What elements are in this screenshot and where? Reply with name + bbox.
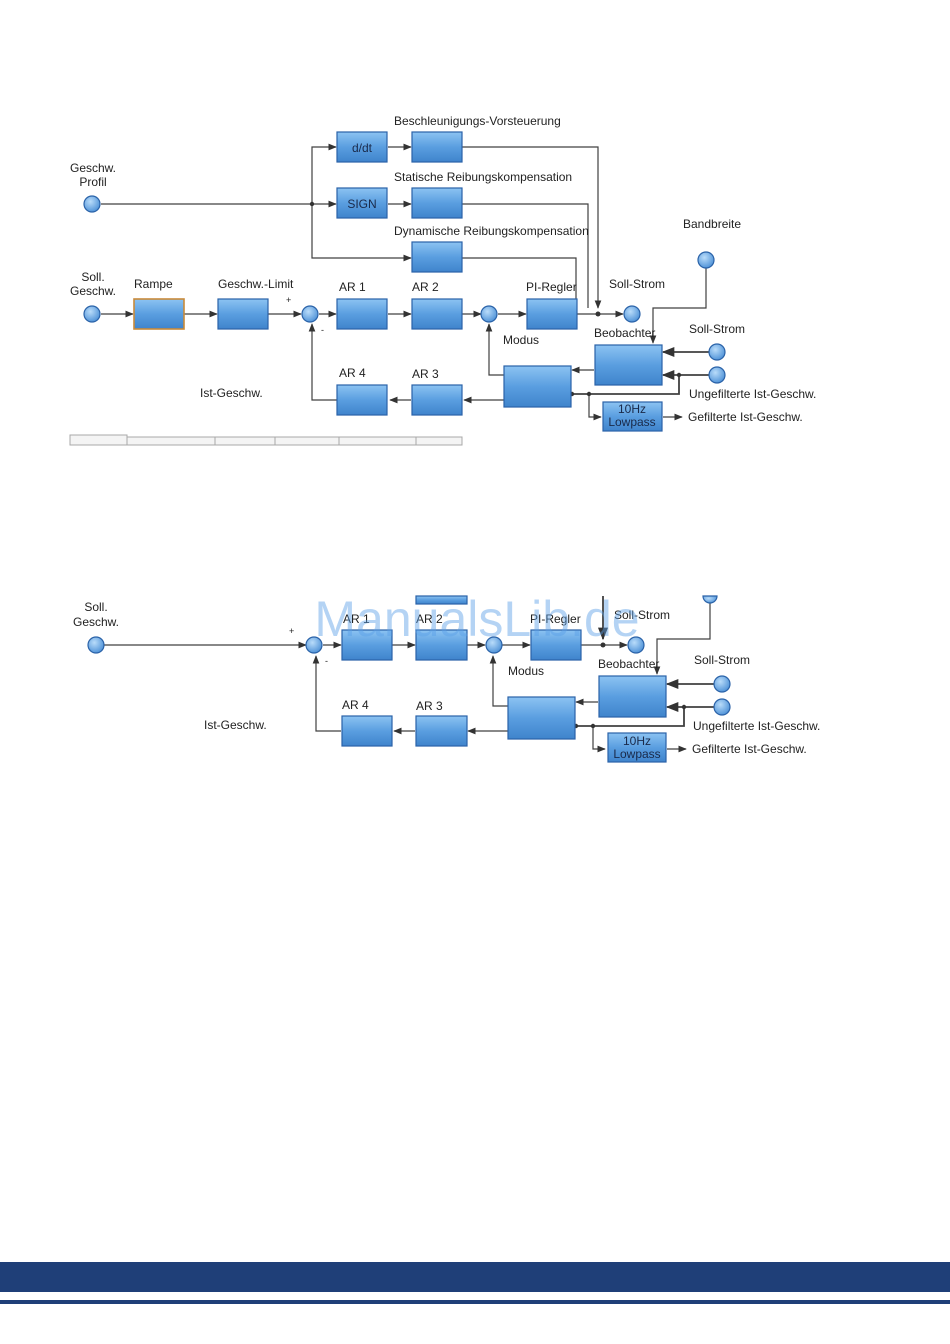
d2-ar1-block[interactable] (341, 629, 393, 661)
d2-summing-node-1[interactable] (305, 636, 323, 654)
watermark: ManualsLib.de (314, 591, 639, 647)
diagram-2-connectors (104, 596, 714, 753)
geschw-limit-label: Geschw.-Limit (218, 277, 294, 291)
d2-gefilterte-label: Gefilterte Ist-Geschw. (692, 742, 807, 756)
beschleunigung-label: Beschleunigungs-Vorsteuerung (394, 114, 561, 128)
ddt-block[interactable] (336, 131, 388, 163)
d2-summing-node-2[interactable] (485, 636, 503, 654)
d2-soll-strom-top-label: Soll-Strom (614, 608, 670, 622)
d2-ar4-label: AR 4 (342, 698, 369, 712)
ddt-label: d/dt (352, 141, 373, 155)
d2-ungefiltert-node[interactable] (713, 698, 731, 716)
diagram-1: Geschw.Profil Soll.Geschw. Rampe Geschw.… (69, 114, 816, 446)
bandbreite-label: Bandbreite (683, 217, 741, 231)
d2-ar3-block[interactable] (415, 715, 468, 747)
d2-bandbreite-node-cropped (702, 595, 718, 604)
d2-ungefilterte-label: Ungefilterte Ist-Geschw. (693, 719, 820, 733)
d2-plus-sign: + (289, 626, 294, 636)
ar1-label: AR 1 (339, 280, 366, 294)
d2-cropped-block (415, 595, 468, 605)
ar4-block[interactable] (336, 384, 388, 416)
geschw-profil-label: Geschw.Profil (70, 161, 116, 189)
d2-beobachter-block[interactable] (598, 675, 667, 718)
ar2-block[interactable] (411, 298, 463, 330)
d2-ar4-block[interactable] (341, 715, 393, 747)
d2-soll-geschw-node[interactable] (87, 636, 105, 654)
d2-pi-regler-block[interactable] (530, 629, 582, 661)
ar2-label: AR 2 (412, 280, 439, 294)
modus-label: Modus (503, 333, 539, 347)
rampe-label: Rampe (134, 277, 173, 291)
ar1-block[interactable] (336, 298, 388, 330)
ar3-block[interactable] (411, 384, 463, 416)
acc-ff-block[interactable] (411, 131, 463, 163)
ar3-label: AR 3 (412, 367, 439, 381)
cropped-tab-strip (69, 434, 463, 446)
soll-strom-top-label: Soll-Strom (609, 277, 665, 291)
minus-sign: - (321, 325, 324, 335)
d2-ar2-block[interactable] (415, 629, 468, 661)
diagram-1-connectors (101, 143, 709, 421)
pi-regler-label: PI-Regler (526, 280, 577, 294)
soll-strom-output-node[interactable] (623, 305, 641, 323)
d2-modus-label: Modus (508, 664, 544, 678)
geschw-profil-node[interactable] (83, 195, 101, 213)
d2-modus-block[interactable] (507, 696, 576, 740)
dynamische-label: Dynamische Reibungskompensation (394, 224, 589, 238)
ungefiltert-node[interactable] (708, 366, 726, 384)
dynamic-friction-block[interactable] (411, 241, 463, 273)
sign-label: SIGN (347, 197, 376, 211)
d2-soll-strom-node[interactable] (713, 675, 731, 693)
plus-sign: + (286, 295, 291, 305)
geschw-limit-block[interactable] (217, 298, 269, 330)
soll-geschw-node[interactable] (83, 305, 101, 323)
d2-soll-strom-label: Soll-Strom (694, 653, 750, 667)
gefilterte-label: Gefilterte Ist-Geschw. (688, 410, 803, 424)
footer-line (0, 1300, 950, 1304)
ar4-label: AR 4 (339, 366, 366, 380)
pi-regler-block[interactable] (526, 298, 578, 330)
summing-node-2[interactable] (480, 305, 498, 323)
beobachter-label: Beobachter (594, 326, 655, 340)
lowpass-block[interactable] (602, 401, 663, 432)
soll-strom-node[interactable] (708, 343, 726, 361)
bandbreite-node[interactable] (697, 251, 715, 269)
d2-minus-sign: - (325, 656, 328, 666)
diagram-2: Soll.Geschw. + - AR 1 AR 2 PI-Regler Sol… (73, 591, 820, 763)
d2-ar1-label: AR 1 (343, 612, 370, 626)
beobachter-block[interactable] (594, 344, 663, 386)
statische-label: Statische Reibungskompensation (394, 170, 572, 184)
ist-geschw-label: Ist-Geschw. (200, 386, 263, 400)
sign-block[interactable] (336, 187, 388, 219)
ungefilterte-label: Ungefilterte Ist-Geschw. (689, 387, 816, 401)
soll-strom-label: Soll-Strom (689, 322, 745, 336)
d2-lowpass-block[interactable] (607, 732, 667, 763)
footer-band (0, 1262, 950, 1292)
d2-beobachter-label: Beobachter (598, 657, 659, 671)
d2-ist-geschw-label: Ist-Geschw. (204, 718, 267, 732)
summing-node-1[interactable] (301, 305, 319, 323)
d2-soll-strom-output-node[interactable] (627, 636, 645, 654)
d2-ar2-label: AR 2 (416, 612, 443, 626)
static-friction-block[interactable] (411, 187, 463, 219)
rampe-block[interactable] (133, 298, 185, 330)
modus-block[interactable] (503, 365, 572, 408)
d2-pi-regler-label: PI-Regler (530, 612, 581, 626)
d2-soll-geschw-label: Soll.Geschw. (73, 600, 119, 629)
d2-ar3-label: AR 3 (416, 699, 443, 713)
soll-geschw-label: Soll.Geschw. (70, 270, 116, 298)
